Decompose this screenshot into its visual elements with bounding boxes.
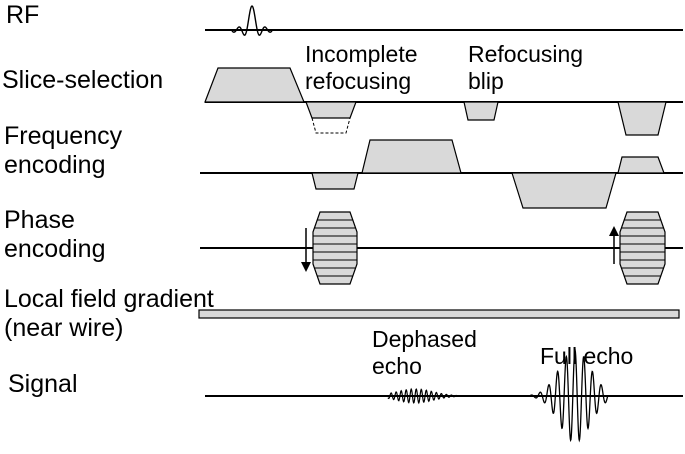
annotation-dephased-line-2: echo bbox=[372, 353, 422, 379]
row-label-frequency-encoding: Frequency encoding bbox=[4, 122, 122, 180]
slice-late-blip bbox=[617, 101, 667, 136]
phase-encoding-table-left bbox=[312, 211, 358, 285]
row-label-rf: RF bbox=[6, 1, 39, 30]
freq-rewind-lobe bbox=[617, 156, 665, 174]
annotation-blip-line-1: Refocusing bbox=[468, 41, 584, 67]
row-label-frequency-line-2: encoding bbox=[4, 151, 106, 179]
annotation-full-echo: Full echo bbox=[540, 343, 633, 370]
annotation-dephased-line-1: Dephased bbox=[372, 326, 477, 352]
row-label-local-line-1: Local field gradient bbox=[4, 285, 214, 313]
slice-select-gradient bbox=[204, 67, 305, 103]
phase-encoding-table-right bbox=[619, 211, 666, 285]
phase-up-arrow-icon bbox=[609, 226, 619, 264]
annotation-incomplete-refocusing: Incomplete refocusing bbox=[305, 41, 418, 95]
row-label-phase-line-1: Phase bbox=[4, 206, 75, 234]
row-label-phase-line-2: encoding bbox=[4, 235, 106, 263]
row-label-slice-selection: Slice-selection bbox=[2, 66, 163, 95]
row-label-rf-line-1: RF bbox=[6, 1, 40, 29]
slice-full-refocus-dashed bbox=[311, 117, 351, 134]
freq-negative-readout-lobe bbox=[511, 172, 617, 209]
dephased-echo-waveform bbox=[387, 387, 467, 405]
slice-refocus-lobe bbox=[305, 101, 357, 119]
row-label-local-field-gradient: Local field gradient (near wire) bbox=[4, 285, 214, 343]
annotation-dephased-echo: Dephased echo bbox=[372, 326, 477, 380]
annotation-incomplete-line-2: refocusing bbox=[305, 68, 412, 94]
phase-down-arrow-icon bbox=[301, 228, 311, 272]
row-label-signal: Signal bbox=[8, 370, 78, 399]
rf-sinc-pulse bbox=[231, 5, 273, 36]
row-label-signal-line-1: Signal bbox=[8, 370, 78, 398]
freq-readout-lobe bbox=[361, 139, 462, 174]
row-label-local-line-2: (near wire) bbox=[4, 314, 124, 342]
row-label-slice-line-1: Slice-selection bbox=[2, 66, 164, 94]
slice-refocusing-blip bbox=[463, 101, 499, 121]
local-field-gradient-bar bbox=[198, 309, 680, 319]
row-label-phase-encoding: Phase encoding bbox=[4, 206, 105, 264]
row-label-frequency-line-1: Frequency bbox=[4, 122, 123, 150]
annotation-blip-line-2: blip bbox=[468, 68, 504, 94]
freq-dephase-lobe bbox=[311, 172, 359, 190]
annotation-refocusing-blip: Refocusing blip bbox=[468, 41, 583, 95]
annotation-incomplete-line-1: Incomplete bbox=[305, 41, 418, 67]
annotation-full-line-1: Full echo bbox=[540, 343, 634, 369]
full-echo-waveform bbox=[527, 348, 609, 443]
